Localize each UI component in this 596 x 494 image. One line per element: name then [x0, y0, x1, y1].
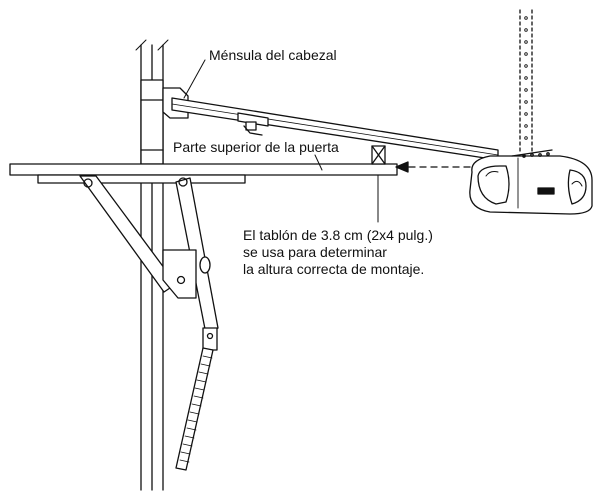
board-note-line-1: El tablón de 3.8 cm (2x4 pulg.) [243, 227, 433, 243]
hanger-strap [519, 9, 533, 153]
door-arm [79, 175, 219, 351]
header-bracket-label: Ménsula del cabezal [209, 47, 337, 63]
door-spring [175, 347, 214, 471]
garage-door-opener-icon [469, 149, 593, 215]
board-note-line-3: la altura correcta de montaje. [243, 261, 425, 277]
board-note: El tablón de 3.8 cm (2x4 pulg.) se usa p… [243, 227, 433, 278]
wood-board-icon [371, 145, 386, 223]
door-top-label: Parte superior de la puerta [173, 139, 339, 155]
dashed-arrow-icon [395, 161, 471, 173]
board-note-line-2: se usa para determinar [243, 244, 387, 260]
door-top-panel [9, 154, 398, 184]
